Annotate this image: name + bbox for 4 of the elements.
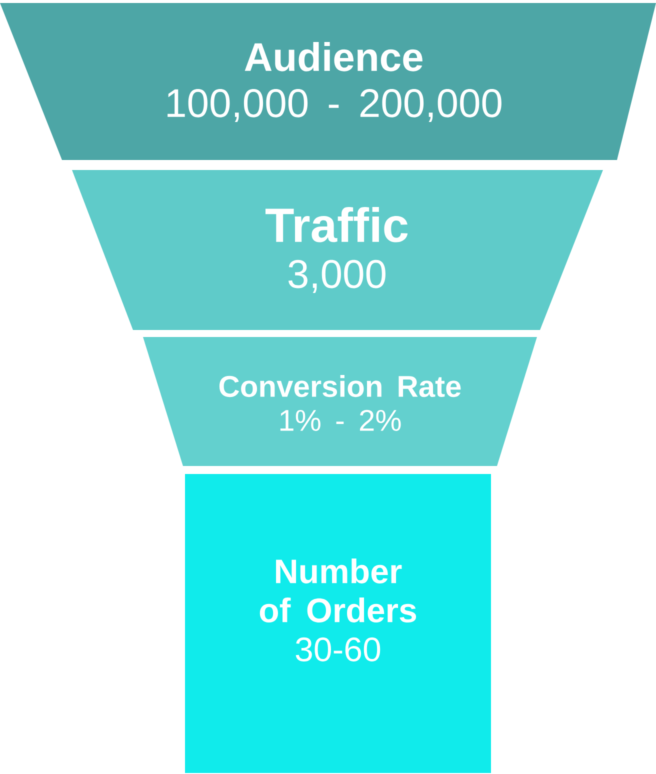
funnel-segment: Audience 100,000 - 200,000 (0, 3, 656, 160)
funnel-segment: Traffic 3,000 (72, 170, 603, 330)
funnel-segment: Conversion Rate 1% - 2% (143, 337, 537, 466)
box: Number of Orders 30-60 (185, 474, 491, 773)
